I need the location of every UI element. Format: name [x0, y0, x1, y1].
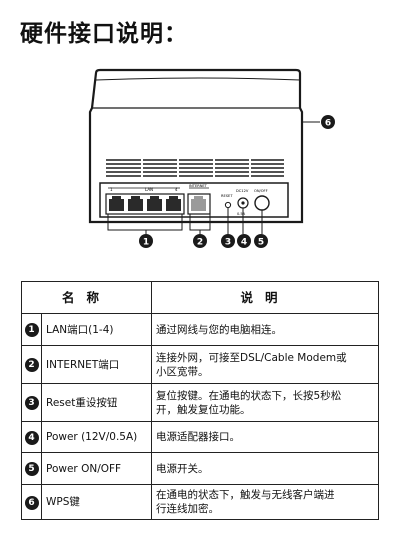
internet-label: INTERNET: [189, 184, 208, 188]
router-top-ridge: [95, 77, 301, 81]
table-row: 5 Power ON/OFF 电源开关。: [21, 452, 379, 485]
port-name: INTERNET端口: [40, 345, 153, 384]
callout-3-badge: [221, 234, 235, 248]
vent-grille: [106, 159, 284, 177]
table-row: 6 WPS键 在通电的状态下，触发与无线客户端进行连线加密。: [21, 484, 379, 520]
port-description: 在通电的状态下，触发与无线客户端进行连线加密。: [151, 484, 379, 520]
callout-5-number: 5: [258, 238, 264, 248]
port-description: 电源开关。: [151, 452, 379, 485]
port-name: Reset重设按钮: [40, 383, 153, 422]
port-description-table: 名称 说明 1 LAN端口(1-4) 通过网线与您的电脑相连。 2 INTERN…: [20, 281, 379, 520]
lan-ports: [105, 193, 185, 215]
port-name: Power (12V/0.5A): [40, 421, 153, 453]
port-description: 电源适配器接口。: [151, 421, 379, 453]
callout-4-number: 4: [241, 238, 247, 248]
table-row: 2 INTERNET端口 连接外网，可接至DSL/Cable Modem或小区宽…: [21, 345, 379, 384]
row-number-badge: 5: [24, 462, 39, 476]
router-back-panel-diagram: 1 LAN 4 INTERNET RESET DC12V 0.5A ON/OFF: [88, 68, 335, 248]
port-description: 连接外网，可接至DSL/Cable Modem或小区宽带。: [151, 345, 379, 384]
onoff-label: ON/OFF: [254, 189, 268, 193]
callout-5-badge: [254, 234, 268, 248]
onoff-switch: [254, 195, 270, 211]
row-number-badge: 4: [24, 430, 39, 445]
header-description: 说明: [151, 281, 379, 314]
callout-6-badge: [321, 115, 335, 129]
callout-1-number: 1: [143, 238, 149, 248]
header-name: 名称: [20, 281, 153, 314]
table-header-row: 名称 说明: [20, 281, 379, 314]
power-bottom-label: 0.5A: [237, 212, 246, 216]
reset-label: RESET: [221, 194, 233, 198]
row-number-badge: 3: [24, 396, 39, 410]
callout-4-badge: [237, 234, 251, 248]
row-number-badge: 6: [24, 495, 39, 510]
page-title: 硬件接口说明：: [20, 21, 188, 47]
port-description: 通过网线与您的电脑相连。: [151, 313, 379, 346]
callout-leaders: [107, 121, 320, 234]
lan-left-label: 1: [110, 187, 113, 192]
callout-6-number: 6: [325, 119, 331, 129]
power-top-label: DC12V: [236, 189, 249, 193]
port-name: Power ON/OFF: [40, 452, 153, 485]
callout-2-badge: [193, 234, 207, 248]
table-row: 3 Reset重设按钮 复位按键。在通电的状态下，长按5秒松开，触发复位功能。: [21, 383, 379, 422]
port-name: LAN端口(1-4): [40, 313, 153, 346]
port-name: WPS键: [40, 484, 153, 520]
row-number-badge: 1: [24, 323, 39, 337]
row-number-badge: 2: [24, 358, 39, 372]
table-row: 1 LAN端口(1-4) 通过网线与您的电脑相连。: [21, 313, 379, 346]
internet-port: [187, 193, 211, 215]
table-row: 4 Power (12V/0.5A) 电源适配器接口。: [21, 421, 379, 453]
callout-2-number: 2: [197, 238, 203, 248]
port-description: 复位按键。在通电的状态下，长按5秒松开，触发复位功能。: [151, 383, 379, 422]
callout-1-badge: [139, 234, 153, 248]
lan-label: LAN: [145, 187, 153, 192]
reset-pinhole: [224, 201, 232, 209]
lan-right-label: 4: [175, 187, 178, 192]
callout-3-number: 3: [225, 238, 231, 248]
